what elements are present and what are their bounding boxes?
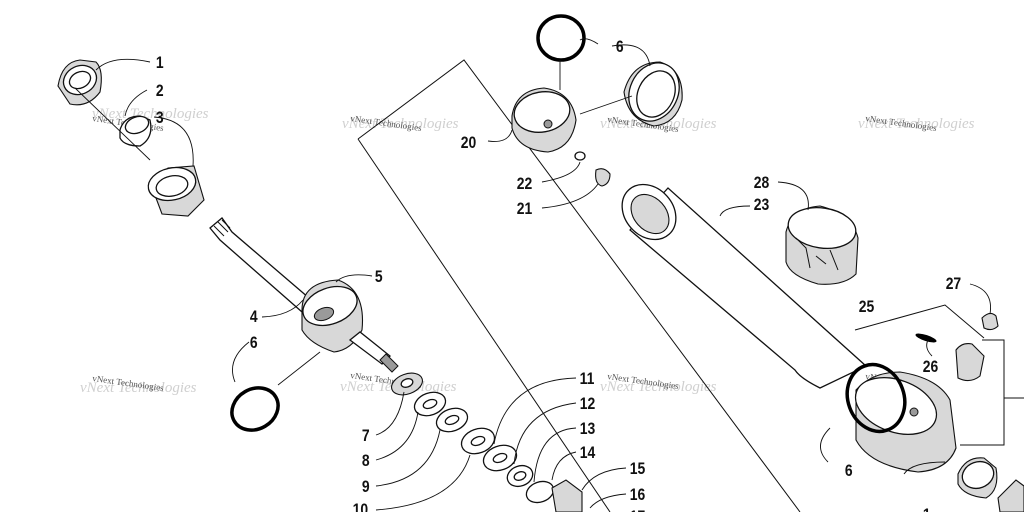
callout-10: 10	[353, 501, 368, 512]
watermark-ghost: vNext Technologies	[600, 379, 717, 395]
part-21-valve	[595, 168, 611, 187]
callout-27: 27	[946, 275, 961, 294]
callout-17: 17	[630, 508, 645, 512]
watermark-ghost: vNext Technologies	[858, 116, 975, 132]
callout-6-left: 6	[250, 334, 258, 353]
callout-21: 21	[517, 200, 533, 219]
bracket-right	[960, 339, 1005, 446]
callout-15: 15	[630, 460, 646, 479]
watermark-ghost: vNext Technologies	[92, 106, 209, 122]
part-7-washer	[391, 372, 423, 396]
part-6-oring	[230, 386, 280, 432]
callout-25: 25	[859, 298, 875, 317]
callout-1: 1	[156, 54, 164, 73]
part-9-washer	[435, 407, 469, 433]
callout-23: 23	[754, 196, 770, 215]
part-1-end-cap	[57, 59, 102, 106]
watermark-ghost: vNext Technologies	[342, 116, 459, 132]
callout-14: 14	[580, 444, 596, 463]
part-23-reservoir-tube	[621, 183, 868, 389]
callout-2: 2	[156, 82, 164, 101]
part-26-oring	[915, 333, 937, 343]
callout-4: 4	[250, 308, 258, 327]
callout-1-right: 1	[923, 506, 931, 512]
assembly-bracket-line	[357, 59, 801, 512]
callout-12: 12	[580, 395, 596, 414]
callout-5: 5	[375, 268, 383, 287]
callout-28: 28	[754, 174, 770, 193]
part-5-body	[301, 279, 399, 373]
part-14-nut	[551, 479, 583, 512]
part-6-sleeve	[623, 61, 683, 127]
callout-11: 11	[580, 370, 595, 389]
part-6-oring-right	[845, 362, 907, 434]
callout-20: 20	[461, 134, 476, 153]
watermark-ghost: vNext Technologies	[80, 380, 197, 396]
part-28-piston	[785, 205, 859, 285]
callout-8: 8	[362, 452, 370, 471]
callout-3: 3	[156, 109, 164, 128]
part-27-screw	[981, 312, 999, 331]
part-1-end-cap-right	[957, 457, 1024, 512]
bracket-25	[854, 304, 985, 339]
callout-6-right: 6	[845, 462, 853, 481]
part-6-oring-top	[536, 14, 586, 62]
part-10-washer	[460, 427, 496, 455]
callout-26: 26	[923, 358, 939, 377]
part-22-oring	[574, 151, 586, 161]
part-12-washer	[506, 464, 534, 488]
part-20-reservoir-cap	[511, 87, 577, 153]
callout-16: 16	[630, 486, 646, 505]
callout-22: 22	[517, 175, 533, 194]
callout-9: 9	[362, 478, 370, 497]
part-8-washer	[413, 391, 447, 417]
part-fitting	[955, 343, 985, 382]
callout-13: 13	[580, 420, 596, 439]
part-3-cap	[147, 165, 205, 217]
leader-lines	[74, 38, 992, 511]
callout-6-top: 6	[616, 38, 624, 57]
callout-labels: 1 2 3 4 5 6 6 6 7 8 9 10 11 12 13 14 15 …	[156, 38, 961, 512]
callout-7: 7	[362, 427, 370, 446]
assembly-bracket-line	[357, 138, 611, 512]
